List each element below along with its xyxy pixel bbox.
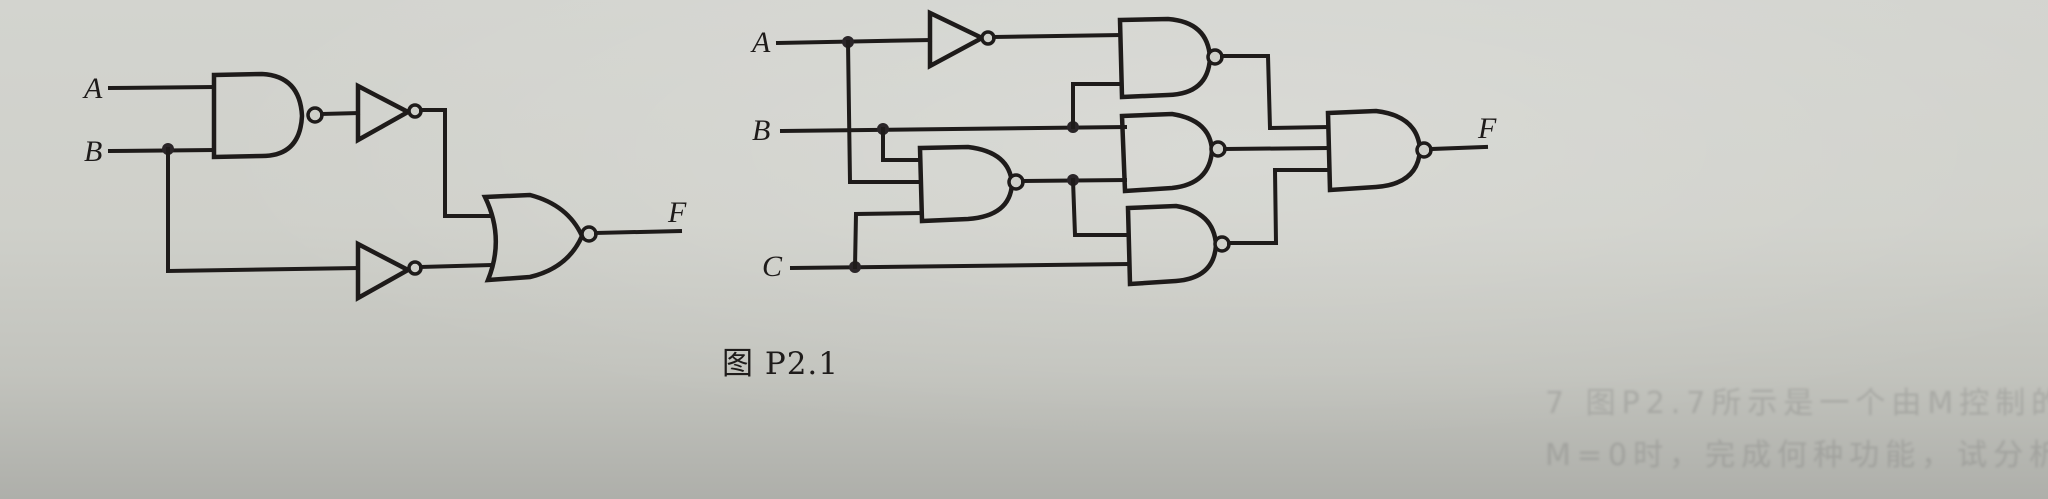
inversion-bubble [1415, 141, 1433, 159]
output-label-f: F [667, 196, 687, 229]
figure-caption: 图 P2.1 [722, 346, 840, 382]
nand-gate-middle [1119, 111, 1215, 194]
wire-nand1-out [319, 110, 361, 117]
inversion-bubble [1206, 48, 1224, 66]
output-label-f: F [1477, 112, 1497, 145]
wire-nand-bottom-out [1227, 168, 1330, 245]
not-gate-1 [355, 82, 413, 144]
inversion-bubble [580, 225, 598, 243]
nand-gate-bottom [1125, 203, 1219, 287]
inversion-bubble [1213, 235, 1231, 253]
not-gate-2 [355, 240, 413, 302]
wire-a-branch [845, 39, 922, 184]
inversion-bubble [1209, 140, 1227, 158]
input-label-a: A [82, 72, 103, 105]
input-label-a: A [750, 26, 771, 59]
input-label-b: B [84, 135, 102, 168]
bleed-through-text-line-2: M=0时，完成何种功能，试分析之。 [1545, 438, 2048, 473]
right-circuit: A B C F [750, 9, 1497, 287]
wire-b-to-nand2 [881, 127, 922, 162]
wire-b [107, 147, 216, 154]
nand-gate-3input [917, 144, 1015, 224]
inversion-bubble [1007, 173, 1025, 191]
not-gate-a [927, 9, 987, 70]
wire-a [107, 84, 216, 91]
nor-gate [481, 192, 585, 283]
wire-not2-out [418, 262, 493, 270]
inversion-bubble [306, 106, 324, 124]
wire-b-branch [166, 147, 361, 274]
wire-mid-to-bottom-nand [1070, 177, 1130, 237]
wire-output-f [593, 228, 683, 236]
wire-not1-out [419, 108, 492, 218]
wire-c-branch [852, 210, 923, 270]
left-circuit: A B F [82, 71, 687, 302]
wire-c [789, 261, 1131, 271]
wire-not-a-out [991, 32, 1123, 40]
nand-gate-1 [211, 71, 305, 160]
wire-b-to-nand1 [1071, 82, 1122, 129]
wire-output-f [1428, 144, 1489, 152]
input-label-b: B [752, 114, 770, 147]
input-label-c: C [762, 250, 783, 283]
nand-gate-final [1325, 108, 1423, 193]
nand-gate-top [1117, 16, 1213, 100]
wire-a [775, 37, 933, 46]
wire-nand-middle-out [1222, 145, 1331, 152]
wire-nand-top-out [1220, 54, 1331, 131]
bleed-through-text-line-1: 7 图P2.7所示是一个由M控制的4位二进制… [1545, 386, 2048, 421]
